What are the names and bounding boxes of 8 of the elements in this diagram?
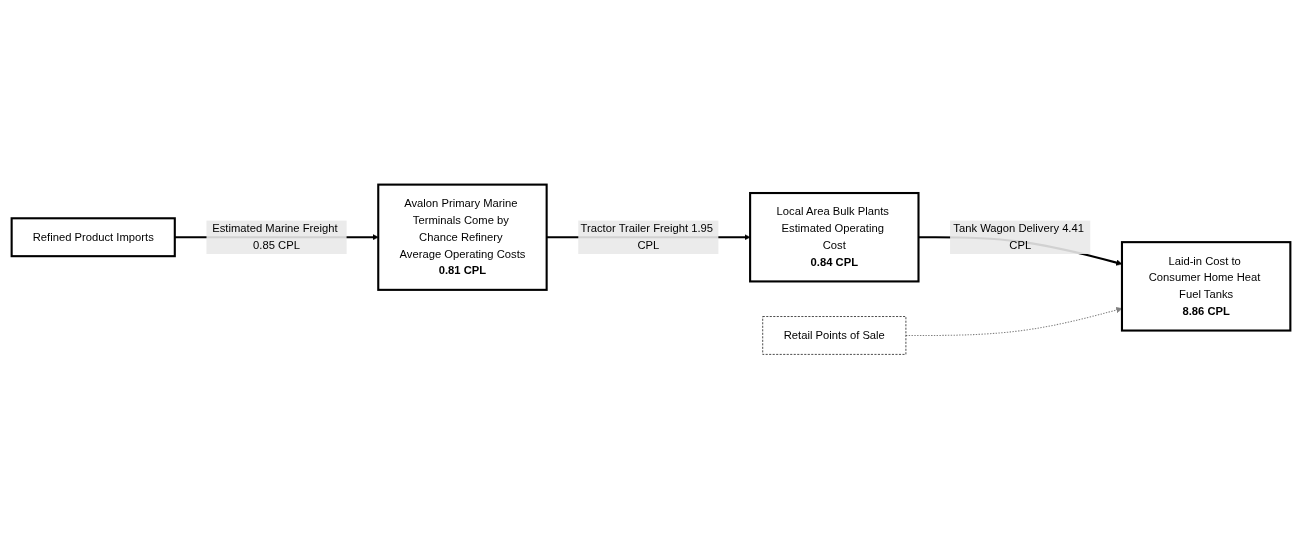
node-box: Retail Points of Sale xyxy=(762,316,907,356)
edge-label: Tractor Trailer Freight 1.95 CPL xyxy=(580,222,714,252)
node-box: Laid-in Cost to Consumer Home Heat Fuel Tanks 8.86 CPL xyxy=(1120,241,1292,333)
node-box: Local Area Bulk Plants Estimated Operating Cost 0.84 CPL xyxy=(749,192,920,283)
node-box: Refined Product Imports xyxy=(10,217,176,258)
edge-label: Tank Wagon Delivery 4.41 CPL xyxy=(953,222,1084,252)
node-box: Avalon Primary Marine Terminals Come by Chance Refinery Average Operating Costs 0.81 CPL xyxy=(377,184,548,292)
edge-label: Estimated Marine Freight 0.85 CPL xyxy=(212,222,338,252)
